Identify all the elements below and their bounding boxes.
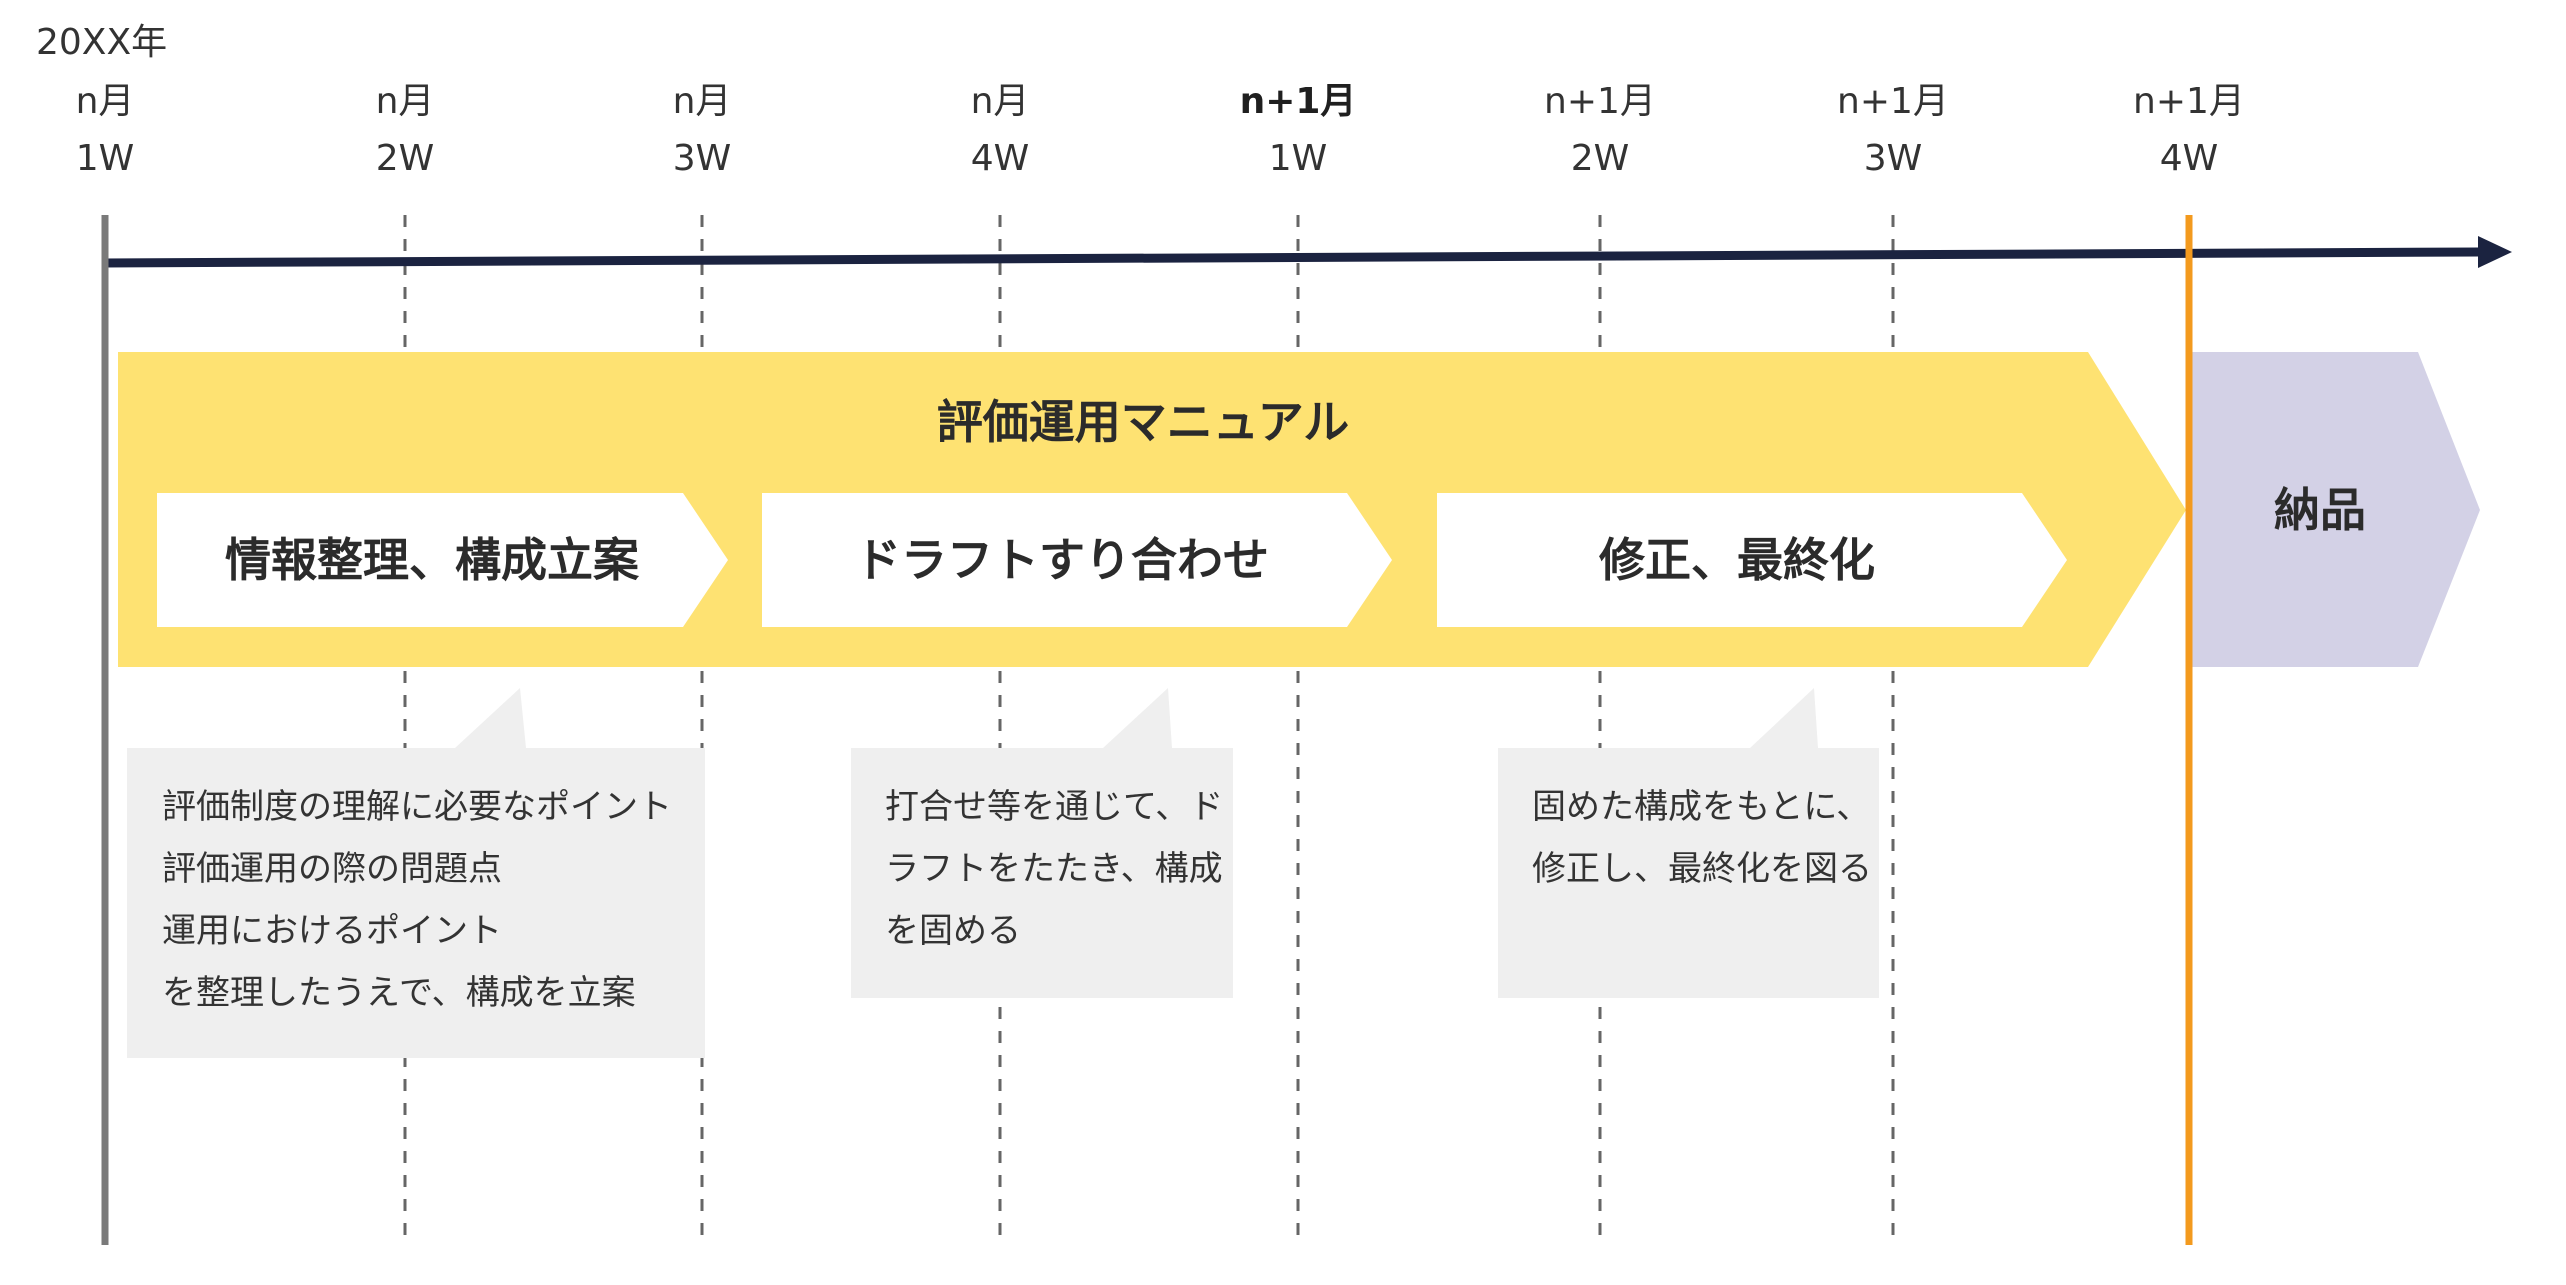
month-label-7: n+1月 [1837, 81, 1949, 122]
week-label-2: 2W [376, 138, 435, 179]
phase-3: 修正、最終化 [1437, 493, 2067, 627]
phase-2-label: ドラフトすり合わせ [855, 533, 1269, 587]
week-label-3: 3W [673, 138, 732, 179]
week-header: n月 1W n月 2W n月 3W n月 4W n+1月 1W n+1月 2W n+1月 3W n+1月 4W [76, 81, 2245, 179]
note-2-line-2: ラフトをたたき、構成 [885, 849, 1223, 889]
week-label-6: 2W [1571, 138, 1630, 179]
timeline-arrow-head [2478, 236, 2512, 268]
note-3-callout [1498, 688, 1879, 998]
phase-3-label: 修正、最終化 [1599, 533, 1875, 587]
week-label-5: 1W [1269, 138, 1328, 179]
note-1-line-2: 評価運用の際の問題点 [162, 849, 502, 889]
note-3-text: 固めた構成をもとに、修正し、最終化を図る [1532, 787, 1872, 889]
week-label-4: 4W [971, 138, 1030, 179]
phase-1-label: 情報整理、構成立案 [225, 533, 640, 587]
month-label-8: n+1月 [2133, 81, 2245, 122]
note-1-line-1: 評価制度の理解に必要なポイント [162, 787, 672, 827]
note-1-line-4: を整理したうえで、構成を立案 [162, 973, 636, 1013]
phase-3-shape [1437, 493, 2067, 627]
note-3-line-2: 修正し、最終化を図る [1532, 849, 1872, 889]
delivery-shape [2191, 352, 2480, 667]
delivery-label: 納品 [2274, 483, 2366, 537]
month-label-6: n+1月 [1544, 81, 1656, 122]
phase-2-shape [762, 493, 1392, 627]
phase-2: ドラフトすり合わせ [762, 493, 1392, 627]
month-label-5: n+1月 [1240, 81, 1357, 122]
phase-1: 情報整理、構成立案 [157, 493, 728, 627]
note-1: 評価制度の理解に必要なポイント評価運用の際の問題点運用におけるポイントを整理した… [127, 688, 705, 1058]
note-2-callout [851, 688, 1233, 998]
timeline-arrow-line [103, 247, 2481, 268]
year-label: 20XX年 [36, 22, 167, 63]
band-title: 評価運用マニュアル [937, 395, 1350, 449]
note-3-line-1: 固めた構成をもとに、 [1532, 787, 1870, 827]
note-1-line-3: 運用におけるポイント [162, 911, 502, 951]
month-label-2: n月 [376, 81, 435, 122]
note-2-line-3: を固める [885, 911, 1021, 951]
phase-1-shape [157, 493, 728, 627]
note-1-text: 評価制度の理解に必要なポイント評価運用の際の問題点運用におけるポイントを整理した… [162, 787, 672, 1013]
note-3: 固めた構成をもとに、修正し、最終化を図る [1498, 688, 1879, 998]
month-label-3: n月 [673, 81, 732, 122]
note-1-callout [127, 688, 705, 1058]
month-label-4: n月 [971, 81, 1030, 122]
note-2-line-1: 打合せ等を通じて、ド [885, 787, 1223, 827]
month-label-1: n月 [76, 81, 135, 122]
week-label-1: 1W [76, 138, 135, 179]
week-label-8: 4W [2160, 138, 2219, 179]
week-label-7: 3W [1864, 138, 1923, 179]
